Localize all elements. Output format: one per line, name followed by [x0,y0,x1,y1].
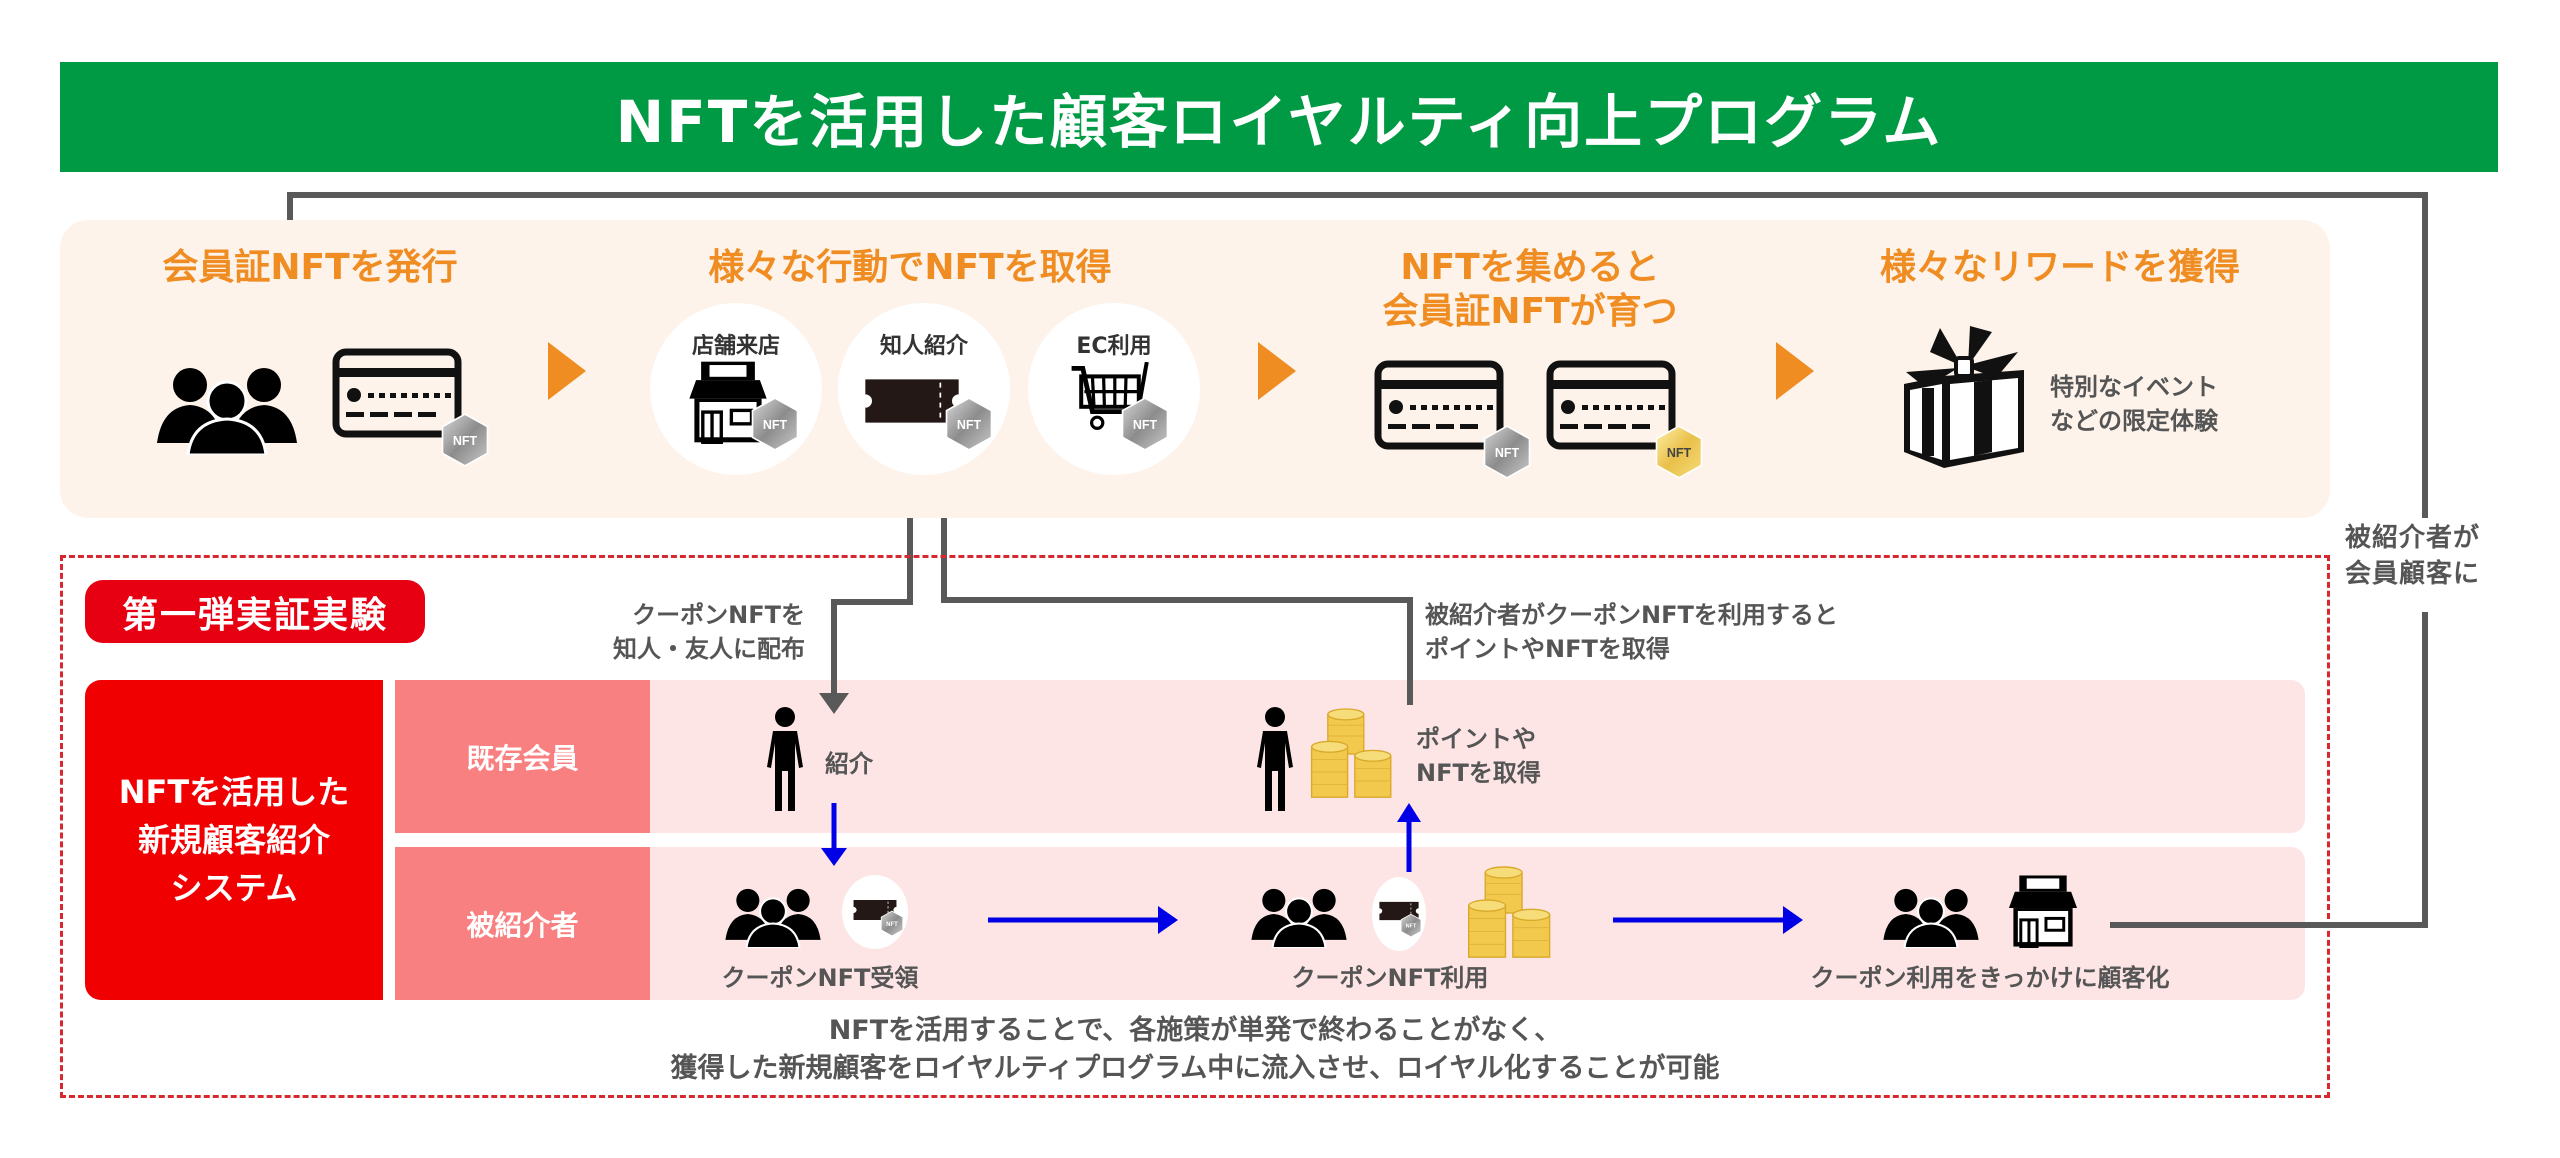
referee-step-3-label: クーポン利用をきっかけに顧客化 [1810,964,2170,992]
step-arrow-icon [1258,342,1296,400]
flow-arrow-2-head [1783,906,1803,934]
shop-icon [2002,874,2084,948]
step-3-title: NFTを集めると 会員証NFTが育つ [1330,246,1730,334]
distribute-note-line2: 知人・友人に配布 [613,635,805,663]
page-title: NFTを活用した顧客ロイヤルティ向上プログラム [60,62,2498,172]
reward-note: 被紹介者がクーポンNFTを利用すると ポイントやNFTを取得 [1425,598,1838,666]
action-ec-use-label: EC利用 [1076,334,1152,359]
reward-line1: 特別なイベント [2050,373,2218,401]
experiment-badge: 第一弾実証実験 [85,580,425,643]
system-label-line2: 新規顧客紹介 [137,821,330,859]
reward-description: 特別なイベント などの限定体験 [2050,370,2218,438]
experiment-area [60,555,2330,1098]
loop-label-line2: 会員顧客に [2345,559,2481,589]
reward-note-line2: ポイントやNFTを取得 [1425,635,1670,663]
step-3-title-line1: NFTを集めると [1400,247,1660,288]
system-label-line3: システム [170,869,298,907]
person-icon [1255,705,1295,815]
member-reward-line2: NFTを取得 [1416,759,1541,787]
row-label-referee: 被紹介者 [395,847,650,1000]
referee-step-1-label: クーポンNFT受領 [721,964,919,992]
loop-line [287,192,2428,518]
reward-note-line1: 被紹介者がクーポンNFTを利用すると [1425,601,1838,629]
reward-line2: などの限定体験 [2050,407,2218,435]
step-1-title: 会員証NFTを発行 [162,247,458,288]
people-group-icon [1880,880,1982,948]
distribute-note: クーポンNFTを 知人・友人に配布 [560,598,805,666]
reward-line [941,500,1413,705]
member-intro-label: 紹介 [825,750,873,778]
person-icon [765,705,805,815]
coins-icon [1465,866,1557,960]
distribute-arrowhead [819,693,849,714]
action-store-visit-label: 店舗来店 [691,334,780,359]
row-existing-member [650,680,2305,833]
use-up-arrowhead [1397,803,1421,822]
people-group-icon [1248,880,1350,948]
referee-step-2-label: クーポンNFT利用 [1291,964,1489,992]
step-2-title: 様々な行動でNFTを取得 [708,247,1112,288]
people-group-icon [722,880,824,948]
system-label-box: NFTを活用した 新規顧客紹介 システム [85,680,383,1000]
step-arrow-icon [548,342,586,400]
step-3-title-line2: 会員証NFTが育つ [1382,291,1678,332]
row-label-existing-member: 既存会員 [395,680,650,833]
intro-down-arrowhead [821,848,847,866]
loop-label-line1: 被紹介者が [2345,523,2481,553]
conclusion-text: NFTを活用することで、各施策が単発で終わることがなく、 獲得した新規顧客をロイ… [60,1012,2330,1088]
system-label-line1: NFTを活用した [118,773,350,811]
conclusion-line1: NFTを活用することで、各施策が単発で終わることがなく、 [828,1015,1562,1046]
nft-silver-badge-icon [1400,913,1422,938]
loop-label: 被紹介者が 会員顧客に [2345,520,2480,592]
member-reward-label: ポイントや NFTを取得 [1416,722,1541,790]
nft-silver-badge-icon [880,910,904,937]
distribute-line [831,482,913,695]
step-4-title: 様々なリワードを獲得 [1879,247,2240,288]
action-referral [838,303,1010,475]
conclusion-line2: 獲得した新規顧客をロイヤルティプログラム中に流入させ、ロイヤル化することが可能 [670,1053,1720,1084]
step-arrow-icon [1776,342,1814,400]
member-reward-line1: ポイントや [1416,725,1536,753]
coins-icon [1308,708,1398,800]
action-referral-label: 知人紹介 [879,334,968,359]
distribute-note-line1: クーポンNFTを [632,601,805,629]
flow-arrow-1-head [1158,906,1178,934]
